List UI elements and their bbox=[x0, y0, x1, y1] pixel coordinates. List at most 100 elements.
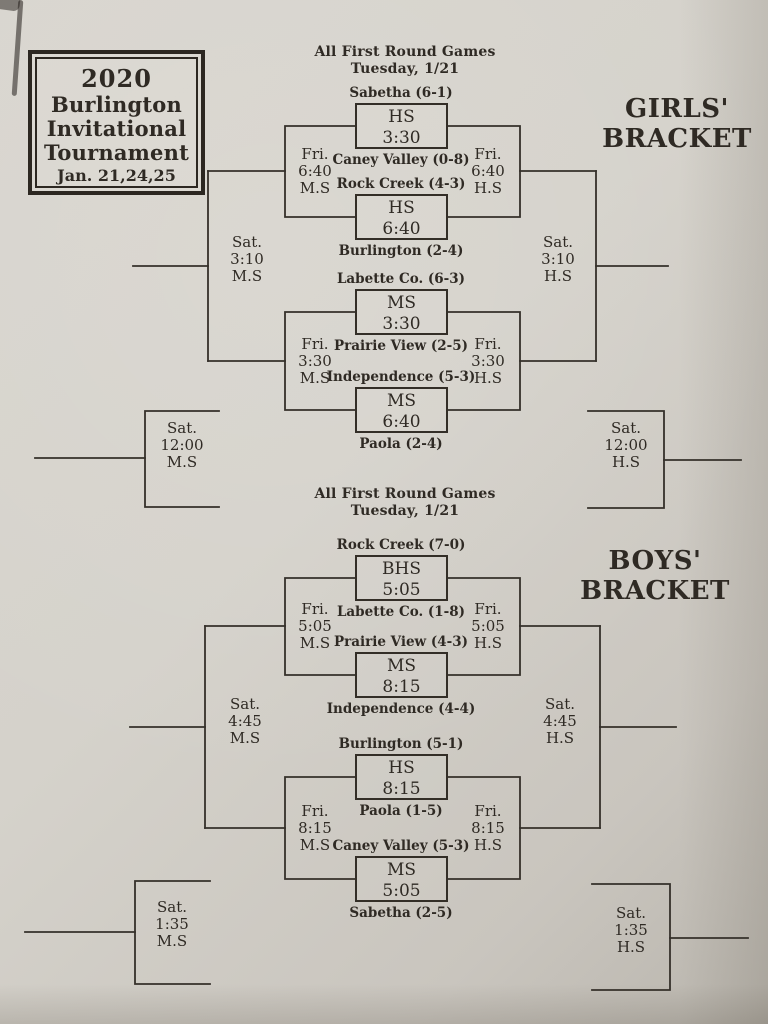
title-line2: Invitational bbox=[46, 116, 187, 141]
boys-bracket-title-line2: BRACKET bbox=[580, 576, 730, 606]
girls-game2-top-team: Rock Creek (4-3) bbox=[336, 176, 466, 192]
boys-game2-top-team: Prairie View (4-3) bbox=[333, 634, 469, 650]
schedule-time: 12:00 bbox=[604, 436, 648, 454]
schedule-time: 1:35 bbox=[155, 915, 189, 933]
schedule-day: Sat. bbox=[615, 904, 646, 922]
schedule-time: 4:45 bbox=[543, 712, 577, 730]
girls-game3-venue: MS bbox=[386, 293, 417, 313]
girls-bracket-title-line1: GIRLS' bbox=[625, 94, 729, 124]
girls-game1-venue: HS bbox=[388, 107, 415, 127]
schedule-day: Fri. bbox=[301, 600, 329, 618]
schedule-time: 3:30 bbox=[298, 352, 332, 370]
schedule-site: H.S bbox=[473, 836, 503, 854]
boys-bracket-title-line1: BOYS' bbox=[608, 546, 702, 576]
schedule-day: Sat. bbox=[544, 695, 575, 713]
girls-game4-top-team: Independence (5-3) bbox=[326, 369, 476, 385]
girls-game3-time: 3:30 bbox=[382, 314, 421, 334]
girls-game4-venue: MS bbox=[386, 391, 417, 411]
girls-final-right-schedule: Sat. 3:10 H.S bbox=[523, 234, 593, 285]
girls-game4-bottom-team: Paola (2-4) bbox=[359, 436, 443, 452]
title-line3: Tournament bbox=[44, 140, 189, 165]
girls-game1-box: HS 3:30 bbox=[355, 103, 448, 149]
schedule-time: 1:35 bbox=[614, 921, 648, 939]
schedule-time: 8:15 bbox=[298, 819, 332, 837]
schedule-time: 6:40 bbox=[471, 162, 505, 180]
boys-game4-bottom-team: Sabetha (2-5) bbox=[349, 905, 453, 921]
boys-game2-time: 8:15 bbox=[382, 677, 421, 697]
schedule-time: 5:05 bbox=[298, 617, 332, 635]
boys-game2-bottom-team: Independence (4-4) bbox=[326, 701, 476, 717]
boys-game4-time: 5:05 bbox=[382, 881, 421, 901]
schedule-day: Fri. bbox=[301, 802, 329, 820]
girls-semifinal-right-top-schedule: Fri. 6:40 H.S bbox=[453, 146, 523, 197]
boys-game4-box: MS 5:05 bbox=[355, 856, 448, 902]
boys-semifinal-right-bottom-schedule: Fri. 8:15 H.S bbox=[453, 803, 523, 854]
girls-semifinal-left-top-schedule: Fri. 6:40 M.S bbox=[280, 146, 350, 197]
boys-bracket-title: BOYS' BRACKET bbox=[545, 546, 765, 606]
schedule-site: M.S bbox=[156, 932, 188, 950]
boys-game3-venue: HS bbox=[388, 758, 415, 778]
schedule-site: H.S bbox=[545, 729, 575, 747]
schedule-site: M.S bbox=[299, 836, 331, 854]
schedule-day: Fri. bbox=[301, 145, 329, 163]
tournament-title-inner-border: 2020 Burlington Invitational Tournament … bbox=[35, 57, 198, 188]
schedule-day: Sat. bbox=[229, 695, 260, 713]
girls-game3-bottom-team: Prairie View (2-5) bbox=[333, 338, 469, 354]
schedule-site: M.S bbox=[299, 179, 331, 197]
schedule-day: Sat. bbox=[610, 419, 641, 437]
girls-consolation-right-schedule: Sat. 12:00 H.S bbox=[591, 420, 661, 471]
schedule-day: Fri. bbox=[474, 335, 502, 353]
schedule-time: 6:40 bbox=[298, 162, 332, 180]
schedule-time: 3:10 bbox=[541, 250, 575, 268]
girls-game1-time: 3:30 bbox=[382, 128, 421, 148]
girls-game3-box: MS 3:30 bbox=[355, 289, 448, 335]
schedule-day: Fri. bbox=[474, 802, 502, 820]
boys-game1-venue: BHS bbox=[382, 559, 421, 579]
girls-game2-time: 6:40 bbox=[382, 219, 421, 239]
girls-consolation-left-schedule: Sat. 12:00 M.S bbox=[147, 420, 217, 471]
girls-game2-venue: HS bbox=[388, 198, 415, 218]
schedule-site: M.S bbox=[229, 729, 261, 747]
schedule-time: 3:10 bbox=[230, 250, 264, 268]
boys-semifinal-left-bottom-schedule: Fri. 8:15 M.S bbox=[280, 803, 350, 854]
schedule-day: Sat. bbox=[156, 898, 187, 916]
girls-round-note-line2: Tuesday, 1/21 bbox=[350, 61, 460, 77]
schedule-day: Fri. bbox=[474, 145, 502, 163]
schedule-time: 3:30 bbox=[471, 352, 505, 370]
boys-round-note-line1: All First Round Games bbox=[314, 486, 496, 502]
schedule-site: M.S bbox=[166, 453, 198, 471]
boys-game2-box: MS 8:15 bbox=[355, 652, 448, 698]
boys-game1-bottom-team: Labette Co. (1-8) bbox=[336, 604, 466, 620]
girls-game3-top-team: Labette Co. (6-3) bbox=[336, 271, 466, 287]
boys-round-note-line2: Tuesday, 1/21 bbox=[350, 503, 460, 519]
photo-shadow-right bbox=[678, 0, 768, 1024]
schedule-time: 5:05 bbox=[471, 617, 505, 635]
schedule-site: M.S bbox=[299, 369, 331, 387]
boys-final-left-schedule: Sat. 4:45 M.S bbox=[210, 696, 280, 747]
boys-consolation-right-schedule: Sat. 1:35 H.S bbox=[596, 905, 666, 956]
boys-game1-top-team: Rock Creek (7-0) bbox=[336, 537, 466, 553]
boys-semifinal-left-top-schedule: Fri. 5:05 M.S bbox=[280, 601, 350, 652]
boys-game3-bottom-team: Paola (1-5) bbox=[359, 803, 443, 819]
girls-round-note-line1: All First Round Games bbox=[314, 44, 496, 60]
boys-game3-time: 8:15 bbox=[382, 779, 421, 799]
boys-semifinal-right-top-schedule: Fri. 5:05 H.S bbox=[453, 601, 523, 652]
title-year: 2020 bbox=[81, 64, 152, 93]
boys-game1-box: BHS 5:05 bbox=[355, 555, 448, 601]
boys-game1-time: 5:05 bbox=[382, 580, 421, 600]
boys-game4-top-team: Caney Valley (5-3) bbox=[332, 838, 470, 854]
tournament-title-box: 2020 Burlington Invitational Tournament … bbox=[28, 50, 205, 195]
boys-round-note: All First Round Games Tuesday, 1/21 bbox=[285, 486, 525, 520]
girls-semifinal-right-bottom-schedule: Fri. 3:30 H.S bbox=[453, 336, 523, 387]
boys-game3-box: HS 8:15 bbox=[355, 754, 448, 800]
schedule-site: H.S bbox=[473, 369, 503, 387]
girls-game4-time: 6:40 bbox=[382, 412, 421, 432]
schedule-time: 8:15 bbox=[471, 819, 505, 837]
schedule-site: M.S bbox=[299, 634, 331, 652]
schedule-site: H.S bbox=[543, 267, 573, 285]
girls-bracket-title-line2: BRACKET bbox=[602, 124, 752, 154]
girls-game2-bottom-team: Burlington (2-4) bbox=[338, 243, 464, 259]
girls-round-note: All First Round Games Tuesday, 1/21 bbox=[285, 44, 525, 78]
